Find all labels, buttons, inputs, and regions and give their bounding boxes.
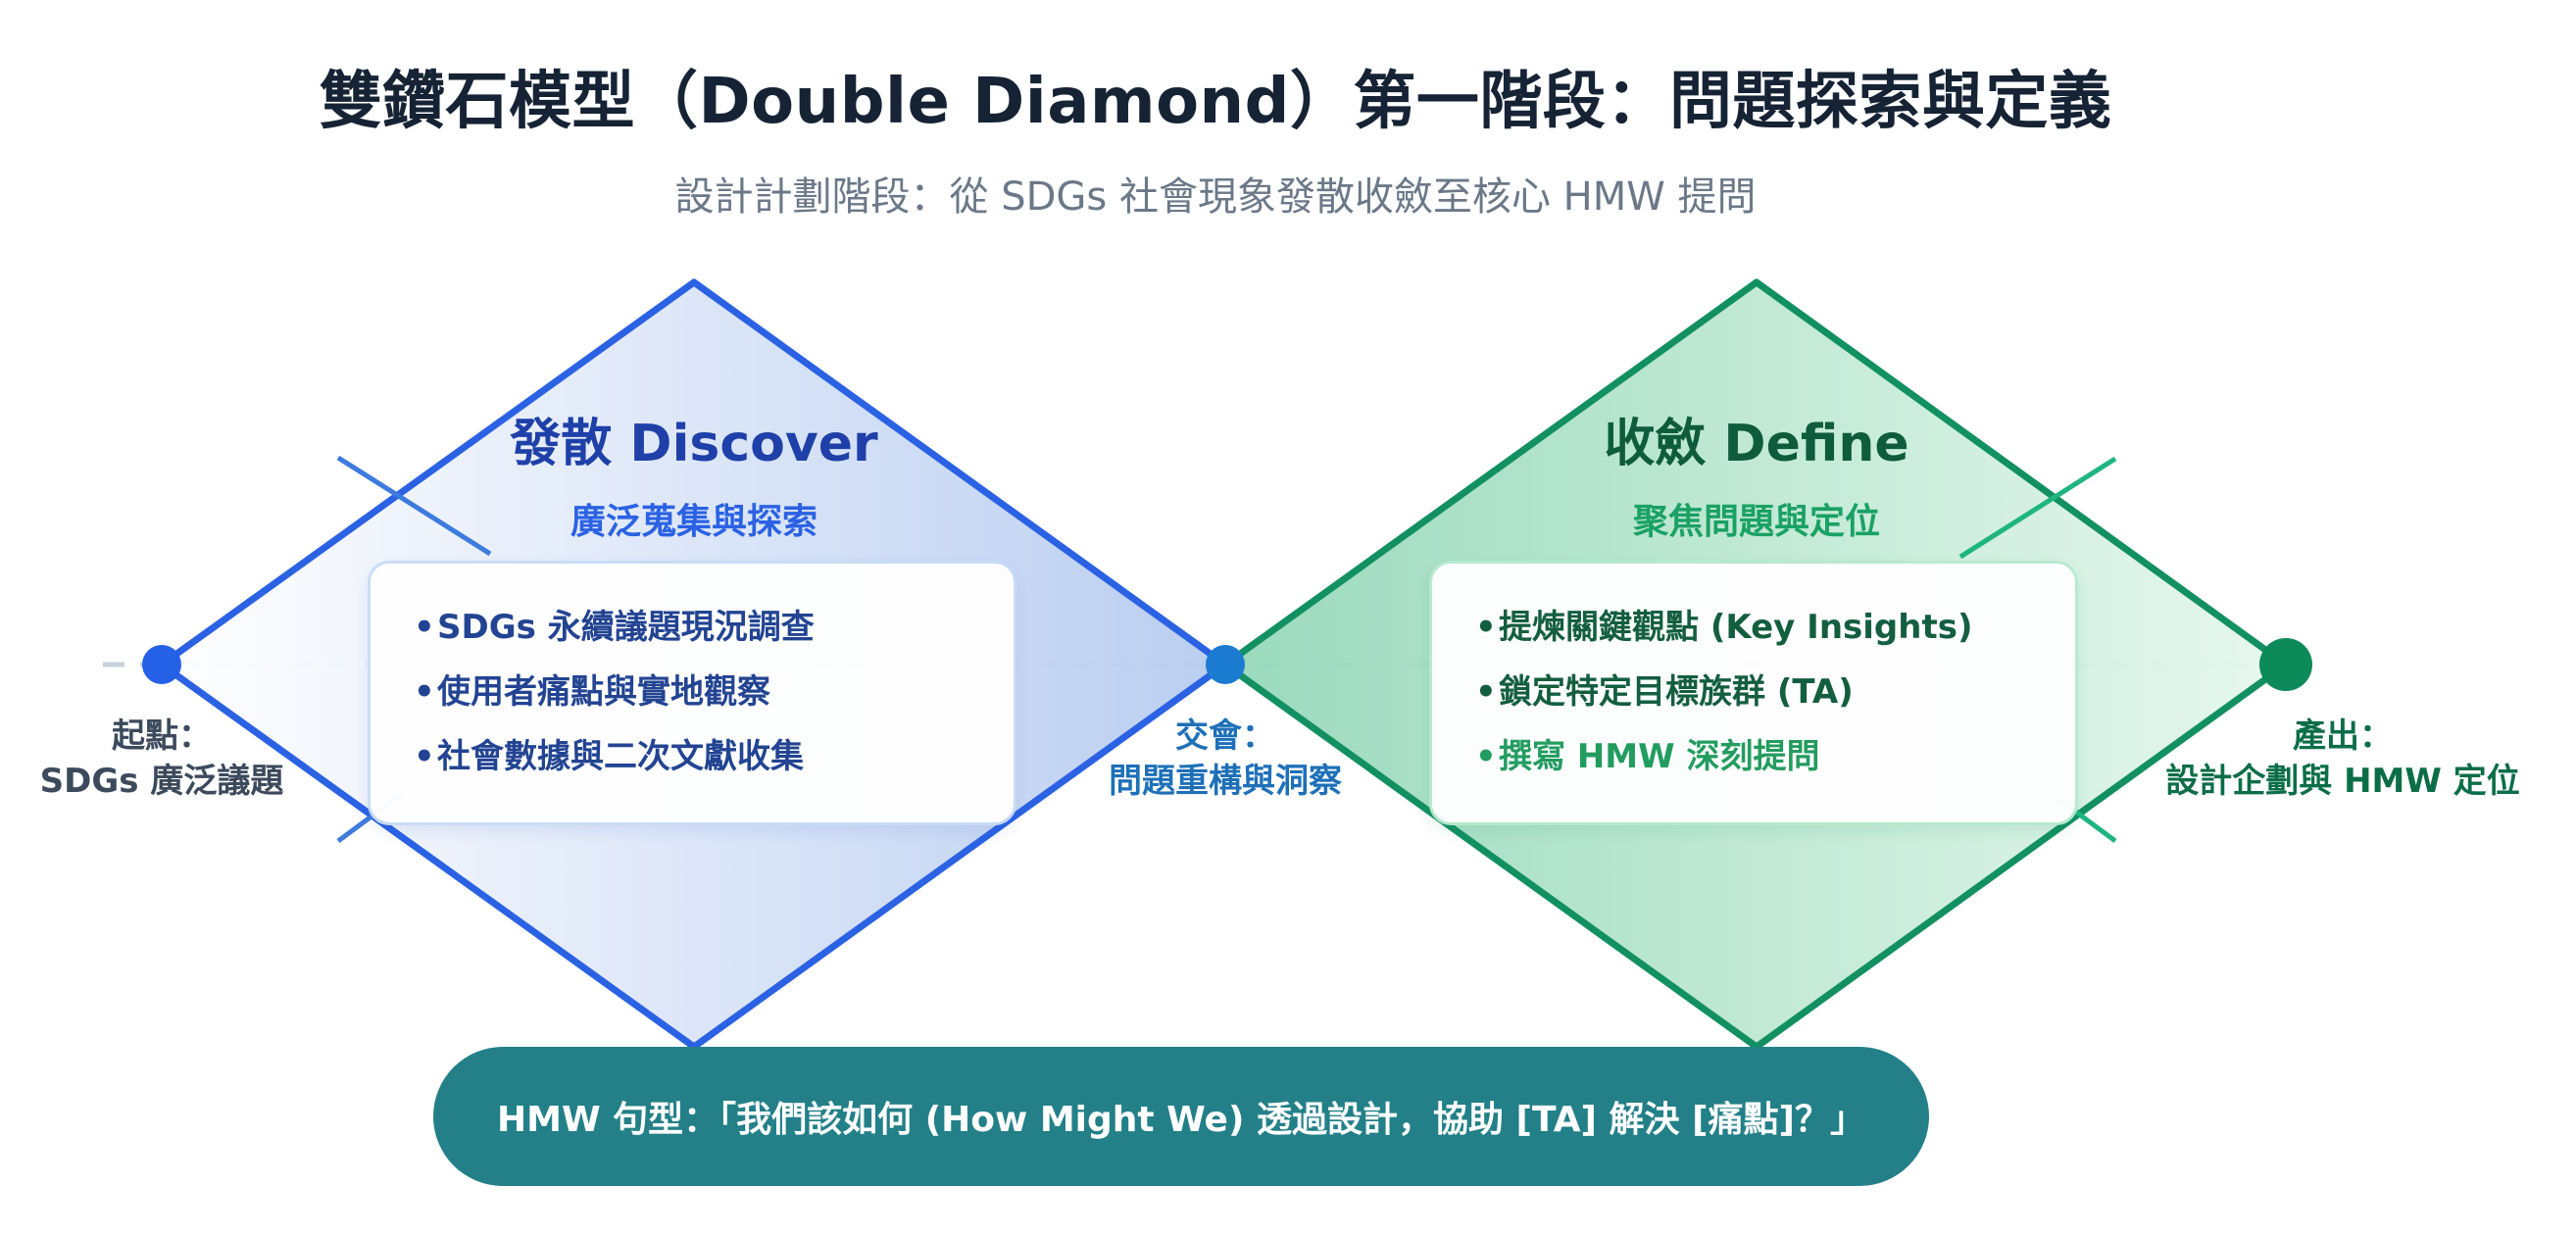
middle-node — [1206, 645, 1245, 684]
list-item: •社會數據與二次文獻收集 — [414, 724, 1014, 789]
define-list-box: •提煉關鍵觀點 (Key Insights) •鎖定特定目標族群 (TA) •撰… — [1429, 561, 2078, 825]
start-node-label-line1: 起點： — [112, 716, 212, 756]
list-item-label: 鎖定特定目標族群 (TA) — [1499, 672, 1854, 712]
define-guide-top — [1958, 456, 2117, 560]
start-node-label-line2: SDGs 廣泛議題 — [39, 762, 284, 801]
start-node — [142, 645, 181, 684]
discover-subtitle: 廣泛蒐集與探索 — [570, 502, 817, 542]
list-item: •SDGs 永續議題現況調查 — [414, 595, 1014, 660]
end-node — [2259, 638, 2312, 691]
hmw-sentence-banner: HMW 句型：「我們該如何 (How Might We) 透過設計，協助 [TA… — [433, 1047, 1929, 1186]
discover-list-box: •SDGs 永續議題現況調查 •使用者痛點與實地觀察 •社會數據與二次文獻收集 — [368, 561, 1016, 825]
list-item: •撰寫 HMW 深刻提問 — [1475, 724, 2075, 789]
end-node-label-line1: 產出： — [2293, 716, 2393, 756]
end-node-label-line2: 設計企劃與 HMW 定位 — [2165, 762, 2520, 801]
bullet-icon: • — [1475, 672, 1497, 712]
hmw-sentence-text: HMW 句型：「我們該如何 (How Might We) 透過設計，協助 [TA… — [496, 1100, 1865, 1140]
bullet-icon: • — [414, 672, 435, 712]
discover-guide-top — [336, 455, 492, 557]
define-subtitle: 聚焦問題與定位 — [1632, 502, 1880, 542]
start-node-label: 起點： SDGs 廣泛議題 — [20, 714, 304, 804]
list-item: •提煉關鍵觀點 (Key Insights) — [1475, 595, 2075, 660]
middle-node-label-line1: 交會： — [1175, 716, 1275, 756]
list-item-label: 使用者痛點與實地觀察 — [437, 672, 770, 712]
discover-list: •SDGs 永續議題現況調查 •使用者痛點與實地觀察 •社會數據與二次文獻收集 — [414, 595, 1014, 789]
list-item-label: 社會數據與二次文獻收集 — [437, 737, 804, 776]
bullet-icon: • — [414, 608, 435, 647]
list-item: •使用者痛點與實地觀察 — [414, 660, 1014, 724]
middle-node-label: 交會： 問題重構與洞察 — [1078, 714, 1372, 804]
bullet-icon: • — [1475, 608, 1497, 647]
end-node-label: 產出： 設計企劃與 HMW 定位 — [2137, 714, 2549, 804]
list-item-label: 撰寫 HMW 深刻提問 — [1499, 737, 1820, 776]
define-list: •提煉關鍵觀點 (Key Insights) •鎖定特定目標族群 (TA) •撰… — [1475, 595, 2075, 789]
bullet-icon: • — [414, 737, 435, 776]
define-title: 收斂 Define — [1604, 415, 1909, 473]
page-title: 雙鑽石模型（Double Diamond）第一階段：問題探索與定義 — [319, 66, 2112, 138]
middle-node-label-line2: 問題重構與洞察 — [1109, 762, 1342, 801]
page-subtitle: 設計計劃階段：從 SDGs 社會現象發散收斂至核心 HMW 提問 — [674, 174, 1757, 220]
list-item-label: 提煉關鍵觀點 (Key Insights) — [1499, 608, 1973, 647]
list-item: •鎖定特定目標族群 (TA) — [1475, 660, 2075, 724]
discover-title: 發散 Discover — [510, 415, 878, 473]
list-item-label: SDGs 永續議題現況調查 — [437, 608, 815, 647]
bullet-icon: • — [1475, 737, 1497, 776]
